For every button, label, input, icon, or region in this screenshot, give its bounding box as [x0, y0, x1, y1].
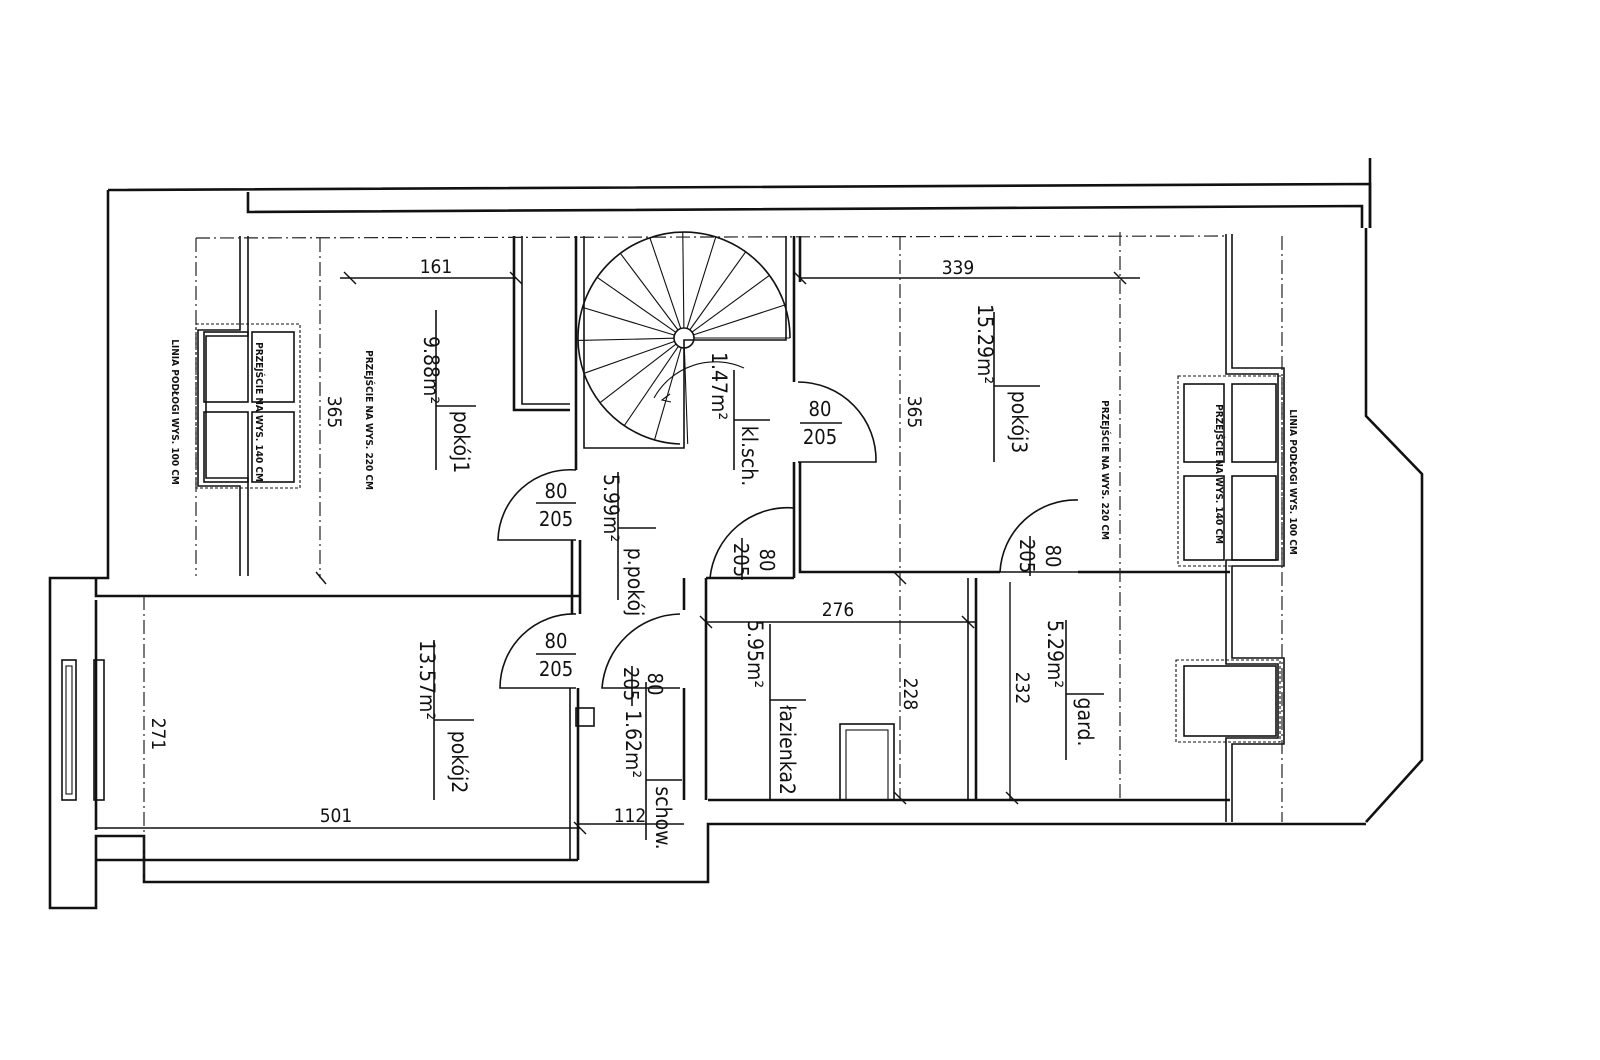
door1-width: 80: [545, 479, 568, 503]
stair-walkline: [653, 361, 745, 399]
room-area-pokoj1: 9.88m²: [419, 336, 443, 404]
doors: [497, 381, 1079, 689]
dim-365-left: 365: [323, 396, 345, 429]
door1-height: 205: [539, 507, 573, 531]
dim-339: 339: [942, 257, 975, 279]
door6-width: 80: [1041, 545, 1065, 568]
room-area-schowek: 1.62m²: [621, 710, 645, 778]
room-name-schowek: schow.: [651, 786, 675, 849]
dim-276: 276: [822, 599, 855, 621]
stair-tread: [599, 343, 677, 404]
height-notes: LINIA PODŁOGI WYS. 100 CM PRZEJŚCIE NA W…: [169, 339, 1298, 555]
note-przejscie140-right: PRZEJŚCIE NA WYS. 140 CM: [1213, 404, 1226, 544]
stair-tread: [689, 251, 747, 331]
door5-width: 80: [643, 673, 667, 696]
dim-112: 112: [614, 805, 647, 827]
stair-tread: [623, 345, 679, 426]
note-przejscie220-left: PRZEJŚCIE NA WYS. 220 CM: [363, 350, 376, 490]
room-labels: 9.88m² pokój1 1.47m² kl.sch. 15.29m² pok…: [415, 304, 1097, 850]
room-name-lazienka: łazienka2: [775, 705, 799, 795]
stair-tread: [686, 236, 717, 329]
interior-walls: [195, 234, 1285, 860]
stair-tread: [654, 347, 682, 440]
stair-tread: [683, 347, 689, 444]
door3-width: 80: [809, 397, 832, 421]
room-name-pokoj3: pokój3: [1007, 391, 1031, 454]
stair-tread: [578, 337, 675, 342]
note-przejscie140-left: PRZEJŚCIE NA WYS. 140 CM: [253, 342, 266, 482]
stair-arrow: [660, 393, 672, 403]
door2-height: 205: [539, 657, 573, 681]
room-name-klatka: kl.sch.: [737, 426, 761, 486]
dimension-lines: [96, 271, 1140, 840]
stair-tread: [682, 232, 685, 329]
dim-161: 161: [420, 256, 453, 278]
dim-232: 232: [1011, 672, 1033, 705]
stair-tread: [619, 252, 679, 331]
door4-width: 80: [755, 549, 779, 572]
stair-outer-arc: [577, 231, 791, 445]
ceiling-lines: [143, 232, 1229, 880]
stair-tread: [691, 274, 770, 333]
dimension-labels: 161 339 365 365 271 501 112 276 228 232: [147, 256, 1033, 827]
dim-271: 271: [147, 718, 169, 751]
room-name-przedpokoj: p.pokój: [623, 548, 647, 617]
note-linia-right: LINIA PODŁOGI WYS. 100 CM: [1287, 409, 1298, 555]
room-area-klatka: 1.47m²: [707, 352, 731, 420]
skylights: [195, 323, 1283, 743]
door2-width: 80: [545, 629, 568, 653]
door5-height: 205: [619, 667, 643, 701]
dim-365-right: 365: [903, 396, 925, 429]
note-linia-left: LINIA PODŁOGI WYS. 100 CM: [169, 339, 180, 485]
room-name-pokoj1: pokój1: [449, 411, 473, 474]
stair-tread: [649, 237, 682, 329]
room-area-przedpokoj: 5.99m²: [599, 474, 623, 542]
spiral-staircase: [577, 231, 791, 445]
room-name-pokoj2: pokój2: [447, 731, 471, 794]
room-name-garderoba: gard.: [1073, 698, 1097, 747]
door4-height: 205: [729, 543, 753, 577]
dim-228: 228: [899, 678, 921, 711]
note-przejscie220-right: PRZEJŚCIE NA WYS. 220 CM: [1099, 400, 1112, 540]
stair-tread: [596, 276, 677, 333]
room-area-pokoj3: 15.29m²: [973, 304, 997, 384]
door6-height: 205: [1015, 539, 1039, 573]
door3-height: 205: [803, 425, 837, 449]
room-area-lazienka: 5.95m²: [743, 620, 767, 688]
stair-tread: [582, 306, 675, 336]
stair-tread: [693, 304, 785, 336]
room-area-pokoj2: 13.57m²: [415, 640, 439, 720]
room-area-garderoba: 5.29m²: [1043, 620, 1067, 688]
dim-501: 501: [320, 805, 353, 827]
outer-walls: [48, 158, 1424, 910]
stair-tread: [583, 340, 675, 374]
floor-plan: 161 339 365 365 271 501 112 276 228 232 …: [48, 158, 1424, 910]
door-labels: 80 205 80 205 80 205 80 205 80 205 80 20…: [539, 397, 1065, 706]
